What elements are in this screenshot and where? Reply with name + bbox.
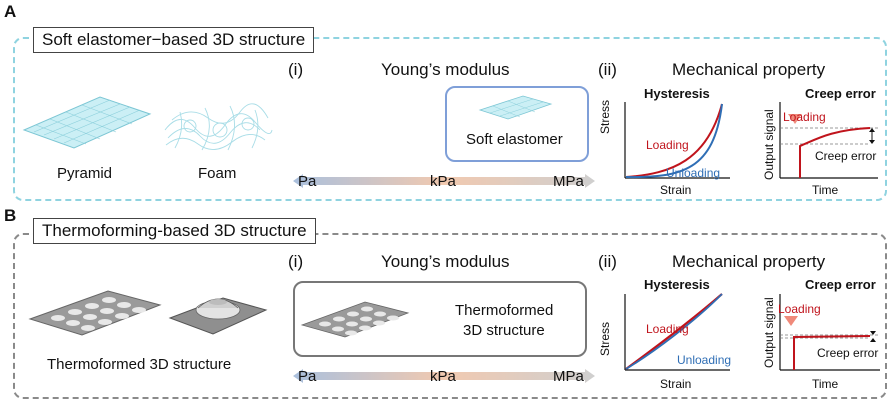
panel-a-hysteresis-plot bbox=[624, 102, 730, 179]
panel-b-scale-mpa: MPa bbox=[553, 368, 584, 385]
panel-b-modulus-index: (i) bbox=[288, 252, 304, 271]
panel-a-hysteresis-unloading: Unloading bbox=[666, 166, 721, 180]
pyramid-structure-image bbox=[22, 96, 152, 149]
panel-b-hysteresis-ylabel: Stress bbox=[598, 321, 612, 356]
thermoformed-dome-image bbox=[168, 297, 268, 335]
foam-label: Foam bbox=[198, 165, 237, 182]
panel-a-creep-ylabel: Output signal bbox=[762, 109, 776, 180]
thermoformed-box-label-1: Thermoformed bbox=[455, 302, 554, 319]
panel-b-title: Thermoforming-based 3D structure bbox=[33, 218, 316, 244]
panel-a-hysteresis-title: Hysteresis bbox=[644, 86, 710, 101]
panel-a-scale-kpa: kPa bbox=[430, 173, 456, 190]
panel-a-letter: A bbox=[4, 2, 17, 21]
panel-b-hysteresis-loading: Loading bbox=[646, 322, 689, 336]
panel-b-scale-pa: Pa bbox=[298, 368, 317, 385]
panel-b-mech-title: Mechanical property bbox=[672, 252, 826, 271]
panel-b-creep-loading: Loading bbox=[778, 302, 821, 316]
panel-a-creep-loading: Loading bbox=[783, 110, 826, 124]
panel-b-mech-index: (ii) bbox=[598, 252, 617, 271]
panel-a-title: Soft elastomer−based 3D structure bbox=[33, 27, 315, 53]
panel-a-creep-xlabel: Time bbox=[812, 183, 839, 197]
panel-a-creep-plot bbox=[779, 102, 878, 179]
soft-elastomer-label: Soft elastomer bbox=[466, 131, 563, 148]
soft-elastomer-box bbox=[445, 86, 589, 162]
panel-b-creep-error: Creep error bbox=[817, 346, 879, 360]
panel-a-modulus-title: Young’s modulus bbox=[381, 60, 510, 79]
panel-b-hysteresis-xlabel: Strain bbox=[660, 377, 692, 391]
panel-a-creep-error: Creep error bbox=[815, 149, 877, 163]
panel-a-modulus-scale-arrow bbox=[293, 174, 595, 188]
foam-structure-image bbox=[164, 103, 273, 151]
panel-a-hysteresis-xlabel: Strain bbox=[660, 183, 692, 197]
thermoformed-structure-label: Thermoformed 3D structure bbox=[47, 356, 232, 373]
panel-b-modulus-scale-arrow bbox=[293, 369, 595, 383]
panel-b-hysteresis-plot bbox=[624, 293, 730, 371]
thermoformed-box-label-2: 3D structure bbox=[463, 322, 545, 339]
panel-a-mech-title: Mechanical property bbox=[672, 60, 826, 79]
panel-b-creep-plot bbox=[779, 294, 880, 371]
panel-b-hysteresis-title: Hysteresis bbox=[644, 277, 710, 292]
thermoformed-box-image bbox=[300, 301, 410, 338]
thermoformed-box bbox=[293, 281, 587, 357]
pyramid-label: Pyramid bbox=[57, 165, 113, 182]
panel-b-creep-xlabel: Time bbox=[812, 377, 839, 391]
panel-a-scale-pa: Pa bbox=[298, 173, 317, 190]
panel-a-modulus-index: (i) bbox=[288, 60, 304, 79]
panel-b-creep-ylabel: Output signal bbox=[762, 297, 776, 368]
panel-b-scale-kpa: kPa bbox=[430, 368, 456, 385]
panel-a-mech-index: (ii) bbox=[598, 60, 617, 79]
panel-a-frame bbox=[13, 37, 887, 201]
panel-b-frame bbox=[13, 233, 887, 399]
panel-a-scale-mpa: MPa bbox=[553, 173, 584, 190]
thermoformed-sheet-image bbox=[28, 290, 162, 336]
panel-b-hysteresis-unloading: Unloading bbox=[677, 353, 732, 367]
panel-b-letter: B bbox=[4, 206, 17, 225]
panel-b-creep-title: Creep error bbox=[805, 277, 876, 292]
panel-a-hysteresis-ylabel: Stress bbox=[598, 99, 612, 134]
panel-b-modulus-title: Young’s modulus bbox=[381, 252, 510, 271]
panel-a-hysteresis-loading: Loading bbox=[646, 138, 689, 152]
soft-elastomer-image bbox=[478, 95, 553, 120]
panel-a-creep-title: Creep error bbox=[805, 86, 876, 101]
